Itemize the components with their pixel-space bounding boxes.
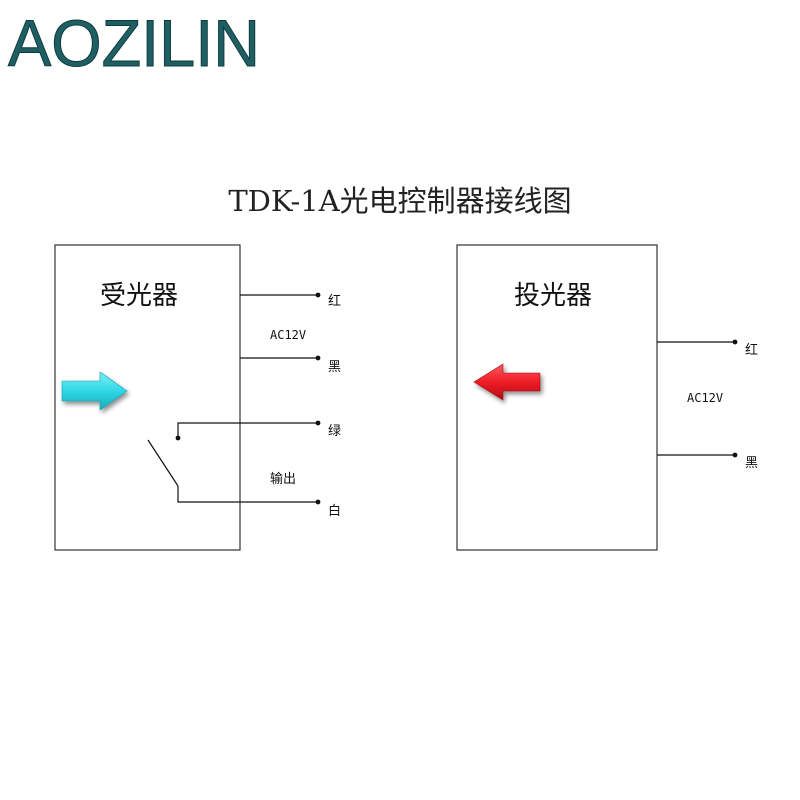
receiver-white-terminal: [315, 499, 321, 505]
receiver-title: 受光器: [100, 281, 178, 311]
receiver-output-label: 输出: [270, 471, 296, 487]
receiver-black-terminal: [315, 355, 321, 361]
receiver-white-label: 白: [328, 503, 341, 519]
brand-logo: AOZILIN: [8, 6, 261, 81]
emitter-voltage-label: AC12V: [687, 391, 723, 405]
receiver-voltage-label: AC12V: [270, 328, 306, 342]
emitter-black-terminal: [732, 452, 738, 458]
switch-contact: [175, 435, 181, 441]
receiver-green-terminal: [315, 420, 321, 426]
emitter-title: 投光器: [514, 281, 592, 311]
arrow-right-icon: [61, 371, 128, 411]
brand-logo-text: AOZILIN: [8, 6, 260, 80]
emitter-black-label: 黑: [745, 456, 758, 471]
switch-blade: [147, 439, 179, 487]
receiver-box: [54, 244, 241, 551]
receiver-red-terminal: [315, 292, 321, 298]
receiver-white-wire: [177, 486, 318, 503]
emitter-box: [456, 244, 658, 551]
receiver-red-label: 红: [328, 293, 341, 309]
emitter-red-label: 红: [745, 342, 758, 358]
receiver-green-wire: [177, 422, 318, 438]
receiver-green-label: 绿: [328, 424, 341, 439]
emitter-red-terminal: [732, 339, 738, 345]
receiver-black-label: 黑: [328, 360, 341, 375]
arrow-left-icon: [473, 363, 541, 401]
diagram-title: TDK-1A光电控制器接线图: [228, 184, 572, 218]
